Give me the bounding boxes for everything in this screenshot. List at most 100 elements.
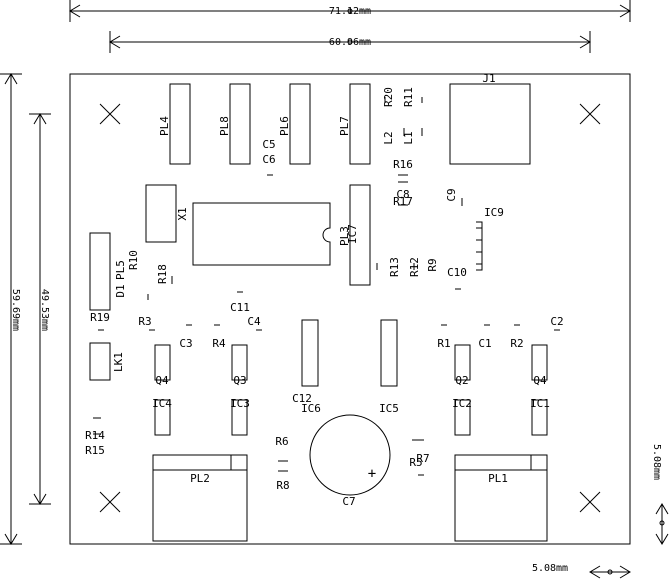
label-ic5: IC5	[379, 402, 399, 415]
connector-pl3	[349, 184, 371, 286]
label-l2: L2	[382, 131, 395, 144]
ic9-pins	[476, 227, 482, 265]
label-ic1: IC1	[530, 397, 550, 410]
label-r14: R14	[85, 429, 105, 442]
label-r12: R12	[408, 257, 421, 277]
label-r10: R10	[127, 250, 140, 270]
board-outline	[69, 73, 631, 545]
label-pl6: PL6	[278, 116, 291, 136]
label-ic7: IC7	[346, 224, 359, 244]
label-j1: J1	[482, 72, 495, 85]
label-ic4: IC4	[152, 397, 172, 410]
label-c5: C5	[262, 138, 275, 151]
connector-pl1	[454, 454, 548, 542]
label-r19: R19	[90, 311, 110, 324]
link-lk1	[89, 342, 111, 381]
connector-j1	[449, 83, 531, 165]
transistor-q2	[454, 344, 471, 381]
transistor-q4-right	[531, 344, 548, 381]
label-r18: R18	[156, 264, 169, 284]
mounting-hole-bottom-left	[99, 491, 121, 513]
connector-pl5	[89, 232, 111, 311]
ic6-package	[301, 319, 319, 387]
ic7-package	[192, 202, 331, 266]
ic3-package	[231, 399, 248, 436]
dim-right: 5.08mm	[651, 444, 662, 480]
ic9-outline	[476, 221, 483, 271]
ic1-package	[531, 399, 548, 436]
dim-top-inner: 60.96mm	[329, 37, 371, 48]
connector-pl8	[229, 83, 251, 165]
label-r16: R16	[393, 158, 413, 171]
dim-left-outer: 59.69mm	[10, 289, 21, 331]
label-r13: R13	[388, 257, 401, 277]
mounting-hole-top-right	[579, 103, 601, 125]
capacitor-c7	[309, 414, 391, 496]
footprint-marks	[93, 97, 560, 476]
dimension-line-top-outer	[69, 0, 631, 22]
ic5-package	[380, 319, 398, 387]
label-l1: L1	[402, 131, 415, 144]
label-pl5: PL5	[114, 260, 127, 280]
dimension-line-left-inner	[29, 113, 51, 505]
label-r20: R20	[382, 87, 395, 107]
dim-top-outer: 71.12mm	[329, 6, 371, 17]
label-r5: R5	[409, 456, 422, 469]
label-c6: C6	[262, 153, 275, 166]
label-ic6: IC6	[301, 402, 321, 415]
dimension-line-left-outer	[0, 73, 22, 545]
label-q4-right: Q4	[533, 374, 547, 387]
label-r7: R7	[416, 452, 429, 465]
label-pl2: PL2	[190, 472, 210, 485]
label-x1: X1	[176, 207, 189, 220]
label-lk1: LK1	[112, 352, 125, 372]
dim-left-inner: 49.53mm	[39, 289, 50, 331]
label-c2: C2	[550, 315, 563, 328]
connector-pl7	[349, 83, 371, 165]
label-c1: C1	[478, 337, 491, 350]
ic4-package	[154, 399, 171, 436]
label-r6: R6	[275, 435, 288, 448]
label-d1: D1	[114, 284, 127, 297]
label-c8: C8	[396, 188, 409, 201]
label-c12: C12	[292, 392, 312, 405]
mounting-hole-top-left	[99, 103, 121, 125]
label-r8: R8	[276, 479, 289, 492]
label-ic9: IC9	[484, 206, 504, 219]
label-c9: C9	[445, 188, 458, 201]
label-r11: R11	[402, 87, 415, 107]
label-q2: Q2	[455, 374, 468, 387]
dimension-line-right	[655, 503, 669, 545]
dimension-line-top-inner	[109, 31, 591, 53]
connector-pl2	[152, 454, 248, 542]
mounting-hole-bottom-right	[579, 491, 601, 513]
label-ic3: IC3	[230, 397, 250, 410]
label-r1: R1	[437, 337, 450, 350]
label-pl1: PL1	[488, 472, 508, 485]
label-ic2: IC2	[452, 397, 472, 410]
label-q4-left: Q4	[155, 374, 169, 387]
label-c7-polarity: +	[368, 466, 376, 482]
connector-pl6	[289, 83, 311, 165]
label-pl8: PL8	[218, 116, 231, 136]
label-q3: Q3	[233, 374, 246, 387]
label-r17: R17	[393, 195, 413, 208]
dim-bottom: 5.08mm	[532, 563, 568, 574]
label-r2: R2	[510, 337, 523, 350]
dimension-line-bottom	[589, 565, 631, 579]
label-pl3: PL3	[338, 226, 351, 246]
label-pl4: PL4	[158, 116, 171, 136]
label-c7: C7	[342, 495, 355, 508]
label-c11: C11	[230, 301, 250, 314]
label-c10: C10	[447, 266, 467, 279]
label-r15: R15	[85, 444, 105, 457]
label-c3: C3	[179, 337, 192, 350]
connector-pl4	[169, 83, 191, 165]
label-r4: R4	[212, 337, 226, 350]
crystal-x1	[145, 184, 177, 243]
label-c4: C4	[247, 315, 261, 328]
label-pl7: PL7	[338, 116, 351, 136]
transistor-q4-left	[154, 344, 171, 381]
transistor-q3	[231, 344, 248, 381]
